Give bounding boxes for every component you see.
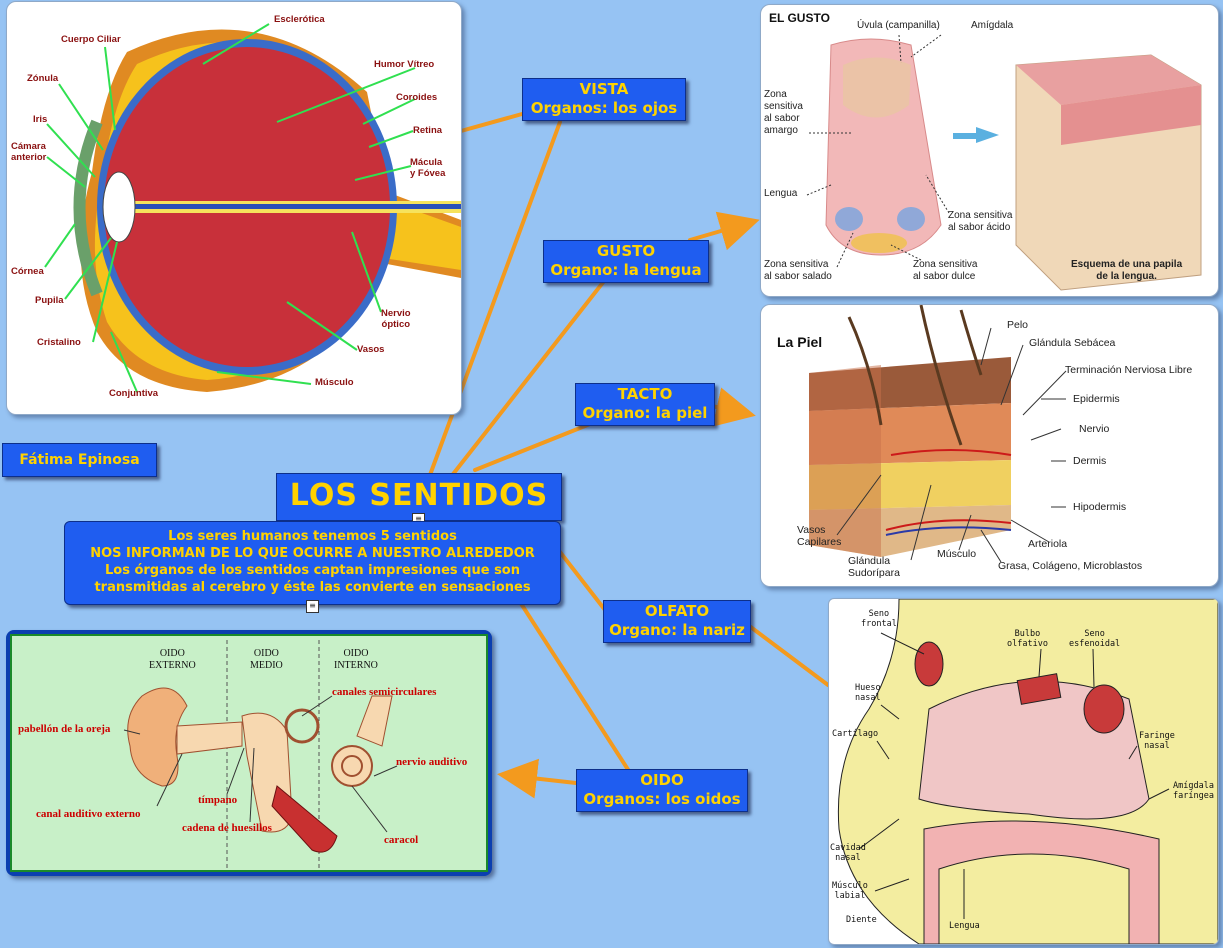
label-lengua: Lengua xyxy=(949,921,980,931)
label-musculo: Músculo xyxy=(937,548,977,560)
label-nervio-auditivo: nervio auditivo xyxy=(396,756,468,768)
label-nervio: Nervio xyxy=(1079,423,1110,435)
label-uvula: Úvula (campanilla) xyxy=(857,20,940,31)
tongue-diagram-card: EL GUSTO Úvula (campanilla) Amígdala Zon… xyxy=(760,4,1219,297)
node-tacto-line2: Organo: la piel xyxy=(582,404,708,422)
node-olfato-line2: Organo: la nariz xyxy=(609,621,745,639)
label-amigdala: Amígdala xyxy=(971,20,1014,31)
node-vista[interactable]: VISTA Organos: los ojos xyxy=(522,78,686,121)
skin-diagram-card: La Piel Pelo Glándula Sebácea Terminació… xyxy=(760,304,1219,587)
label-iris: Iris xyxy=(33,114,48,125)
description-line-4: transmitidas al cerebro y éste las convi… xyxy=(94,580,531,595)
skin-illustration xyxy=(809,305,1067,563)
label-pupila: Pupila xyxy=(35,295,64,306)
node-olfato[interactable]: OLFATO Organo: la nariz xyxy=(603,600,751,643)
label-epidermis: Epidermis xyxy=(1073,393,1120,405)
label-terminacion: Terminación Nerviosa Libre xyxy=(1065,364,1193,376)
label-musculo: Músculo xyxy=(315,377,354,388)
eye-illustration xyxy=(44,23,461,393)
note-icon-description[interactable]: ≡ xyxy=(306,600,319,613)
label-canal-auditivo: canal auditivo externo xyxy=(36,808,141,820)
node-tacto-line1: TACTO xyxy=(617,385,673,403)
label-esclerotica: Esclerótica xyxy=(274,14,325,25)
label-retina: Retina xyxy=(413,125,443,136)
label-cuerpo-ciliar: Cuerpo Ciliar xyxy=(61,34,121,45)
label-arteriola: Arteriola xyxy=(1028,538,1068,550)
node-oido-line1: OIDO xyxy=(640,771,684,789)
tongue-illustration xyxy=(806,34,1202,291)
node-tacto[interactable]: TACTO Organo: la piel xyxy=(575,383,715,426)
description-box[interactable]: Los seres humanos tenemos 5 sentidos NOS… xyxy=(64,521,561,605)
label-diente: Diente xyxy=(846,915,877,925)
description-line-2: NOS INFORMAN DE LO QUE OCURRE A NUESTRO … xyxy=(90,546,535,561)
node-oido[interactable]: OIDO Organos: los oidos xyxy=(576,769,748,812)
eye-diagram-card: Esclerótica Cuerpo Ciliar Zónula Iris Cá… xyxy=(6,1,462,415)
node-vista-line2: Organos: los ojos xyxy=(530,99,678,117)
node-gusto-line2: Organo: la lengua xyxy=(550,261,702,279)
label-glandula-sebacea: Glándula Sebácea xyxy=(1029,337,1116,349)
label-timpano: tímpano xyxy=(198,794,238,806)
label-cristalino: Cristalino xyxy=(37,337,81,348)
node-olfato-line1: OLFATO xyxy=(644,602,710,620)
label-coroides: Coroides xyxy=(396,92,438,103)
label-lengua: Lengua xyxy=(764,188,798,199)
piel-title: La Piel xyxy=(777,334,823,350)
node-oido-line2: Organos: los oidos xyxy=(583,790,741,808)
label-pelo: Pelo xyxy=(1007,319,1029,331)
description-line-3: Los órganos de los sentidos captan impre… xyxy=(104,563,520,578)
ear-illustration xyxy=(123,640,398,870)
label-pabellon: pabellón de la oreja xyxy=(18,723,111,735)
label-cadena-huesillos: cadena de huesillos xyxy=(182,822,272,834)
label-cartilago: Cartílago xyxy=(832,729,879,739)
label-dermis: Dermis xyxy=(1073,455,1107,467)
label-vasos: Vasos xyxy=(357,344,385,355)
label-caracol: caracol xyxy=(384,834,419,846)
nose-illustration xyxy=(837,599,1218,944)
label-cornea: Córnea xyxy=(11,266,44,277)
label-conjuntiva: Conjuntiva xyxy=(109,388,159,399)
node-vista-line1: VISTA xyxy=(579,80,629,98)
label-canales-semicirculares: canales semicirculares xyxy=(332,686,437,698)
author-node[interactable]: Fátima Epinosa xyxy=(2,443,157,477)
label-humor-vitreo: Humor Vítreo xyxy=(374,59,435,70)
label-hipodermis: Hipodermis xyxy=(1073,501,1127,513)
label-grasa: Grasa, Colágeno, Microblastos xyxy=(998,560,1143,572)
description-line-1: Los seres humanos tenemos 5 sentidos xyxy=(168,529,457,544)
label-zonula: Zónula xyxy=(27,73,59,84)
node-gusto[interactable]: GUSTO Organo: la lengua xyxy=(543,240,709,283)
gusto-title: EL GUSTO xyxy=(769,11,830,25)
node-gusto-line1: GUSTO xyxy=(596,242,656,260)
